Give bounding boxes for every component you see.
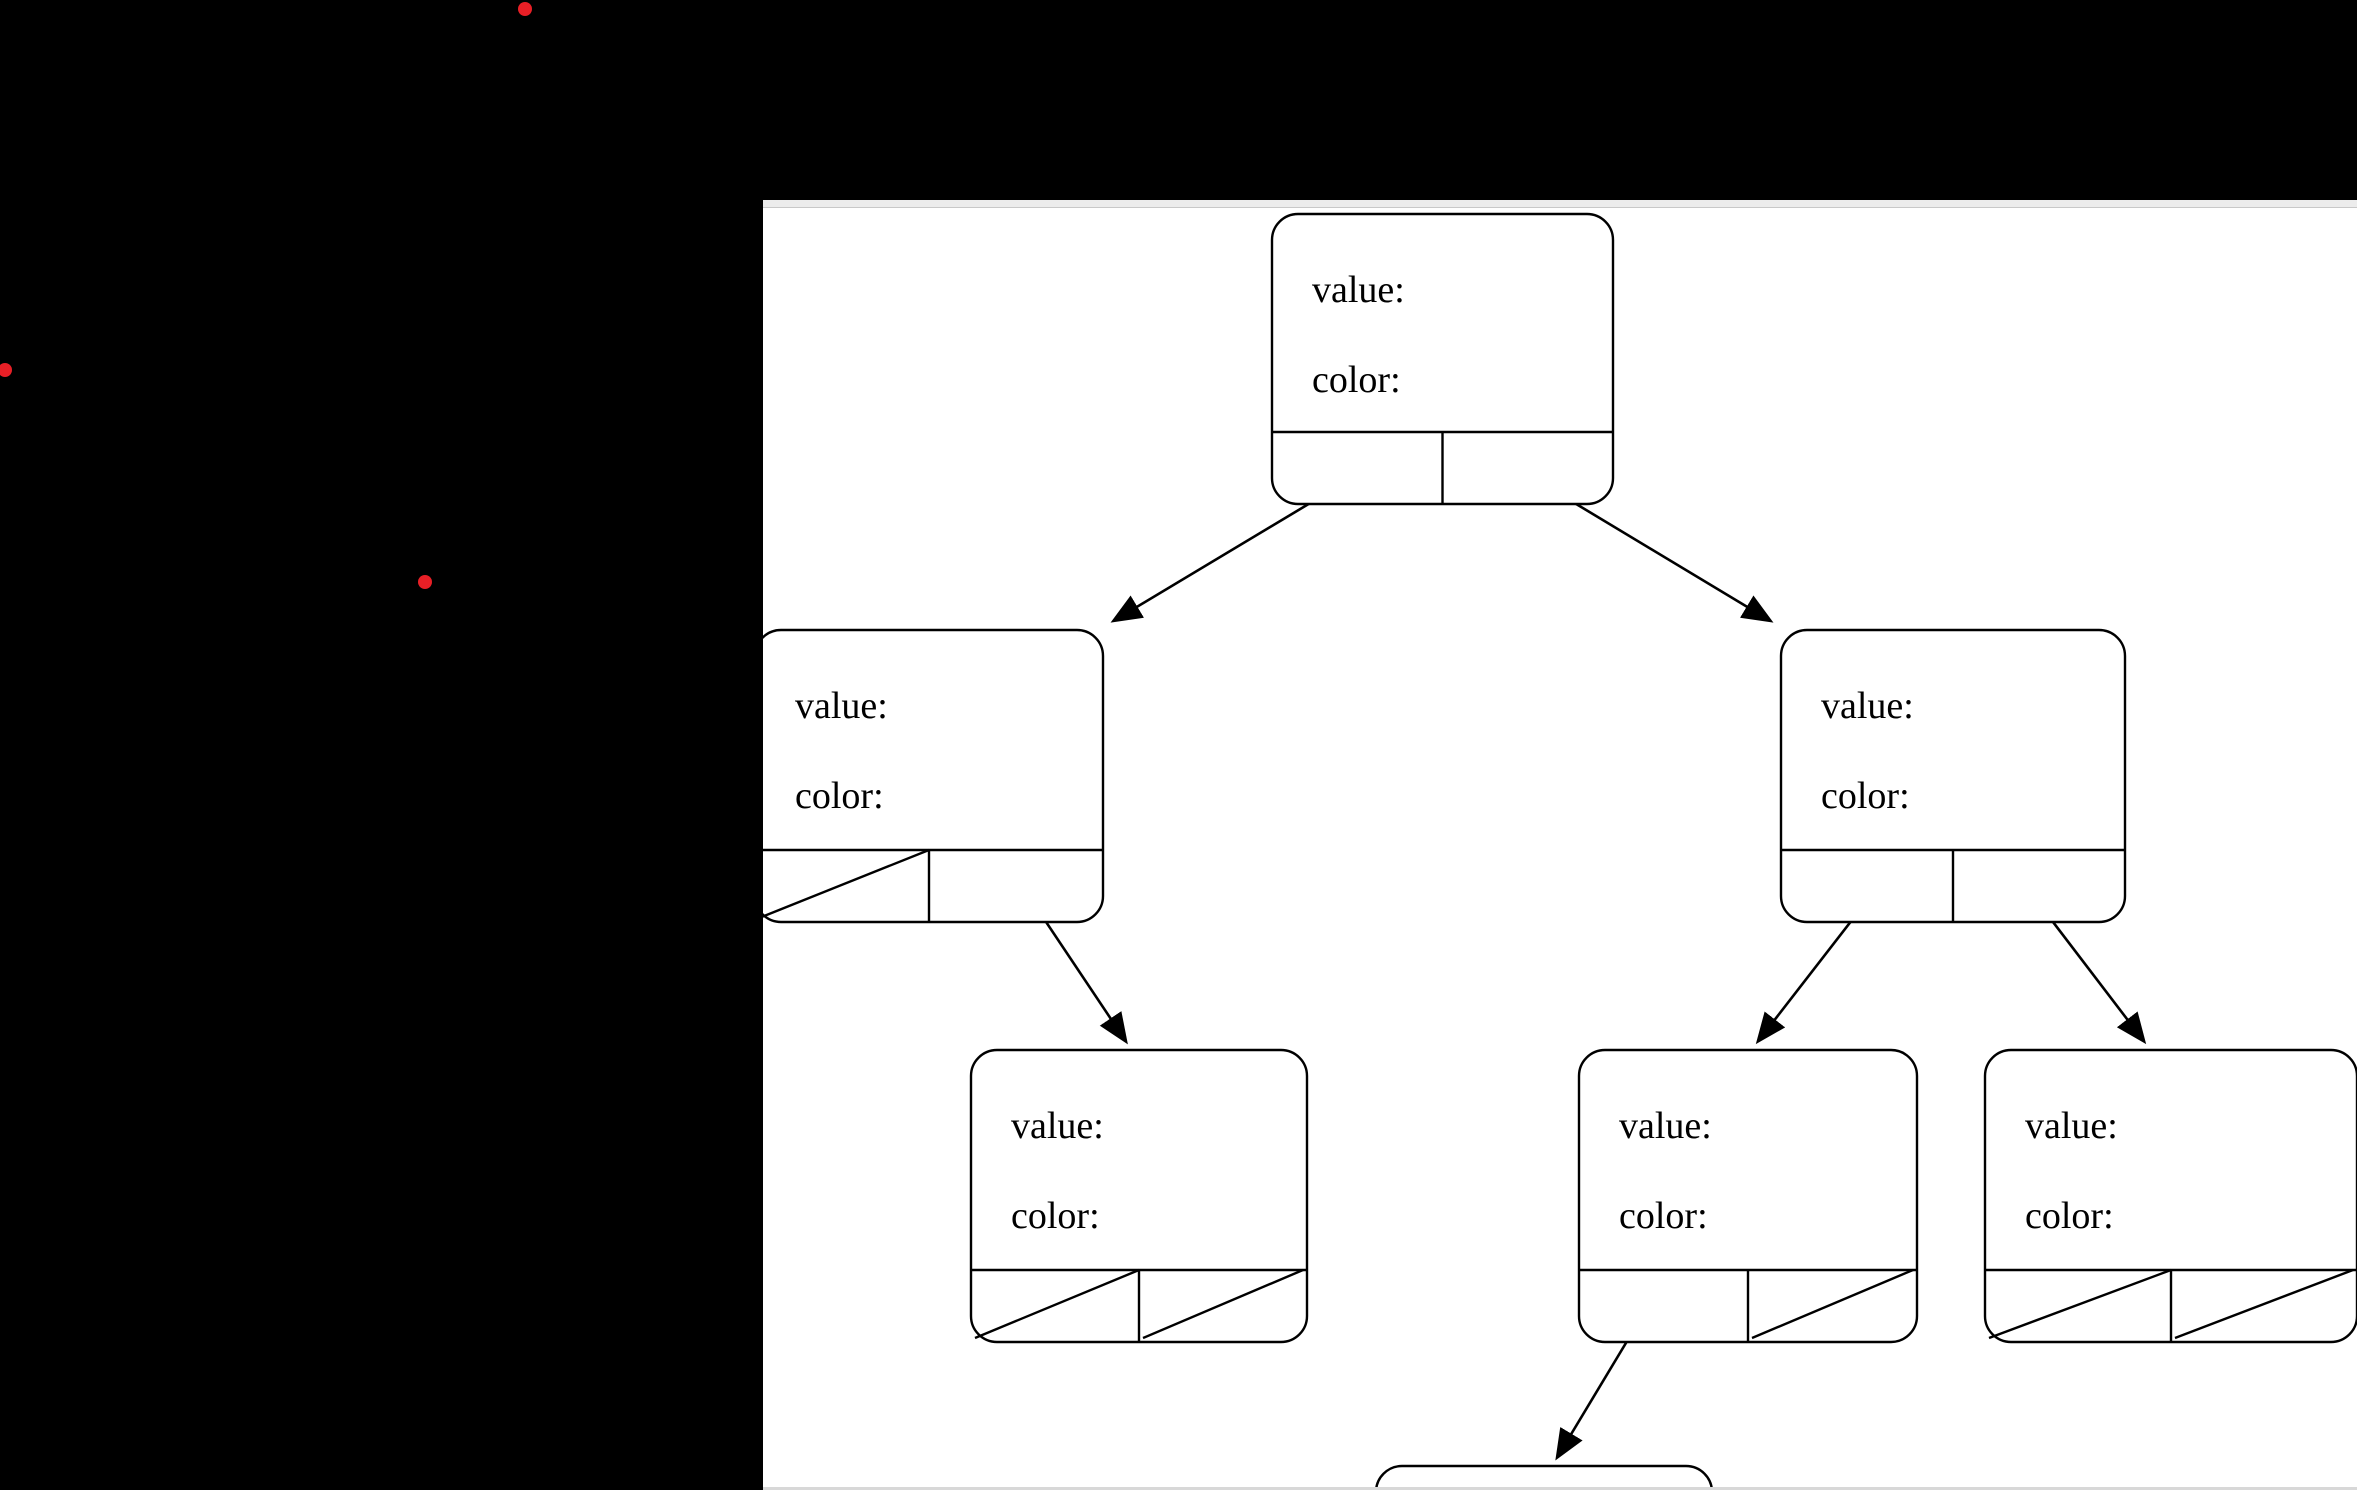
node-value-label: value:	[795, 685, 888, 727]
tree-node-left-right[interactable]: value: color:	[969, 1048, 1309, 1344]
tree-node-right-left[interactable]: value: color:	[1577, 1048, 1919, 1344]
tree-node-right-right[interactable]: value: color:	[1983, 1048, 2357, 1344]
tree-node-root[interactable]: value: color:	[1270, 212, 1615, 506]
node-color-label: color:	[1821, 775, 1910, 817]
diagram-canvas-panel[interactable]: value: color: value: color: value: color: valu…	[763, 200, 2357, 1490]
node-value-label: value:	[1821, 685, 1914, 727]
null-pointer-slash-right	[1751, 1268, 1914, 1340]
null-pointer-slash-left	[1988, 1268, 2172, 1340]
node-value-label: value:	[1011, 1105, 1104, 1147]
node-value-label: value:	[1619, 1105, 1712, 1147]
node-value-label: value:	[2025, 1105, 2118, 1147]
binary-tree-diagram[interactable]: value: color: value: color: value: color: valu…	[763, 200, 2357, 1490]
panel-bottom-strip	[763, 1487, 2357, 1490]
red-dot-3	[418, 575, 432, 589]
tree-node-deep[interactable]: value:color:	[1374, 1464, 1714, 1490]
node-color-label: color:	[1619, 1195, 1708, 1237]
nodes-layer: value: color: value: color: value: color: valu…	[763, 212, 2357, 1490]
node-value-label: value:	[1312, 269, 1405, 311]
null-pointer-slash-left	[763, 848, 930, 918]
node-color-label: color:	[795, 775, 884, 817]
node-color-label: color:	[1011, 1195, 1100, 1237]
null-pointer-slash-left	[974, 1268, 1140, 1340]
node-body-rect	[1374, 1464, 1714, 1490]
red-dot-2	[0, 363, 12, 377]
tree-node-left[interactable]: value: color:	[763, 628, 1105, 924]
tree-node-right[interactable]: value: color:	[1779, 628, 2127, 924]
null-pointer-slash-right	[2174, 1268, 2354, 1340]
node-color-label: color:	[1312, 359, 1401, 401]
panel-top-strip	[763, 200, 2357, 208]
null-pointer-slash-right	[1142, 1268, 1304, 1340]
red-dot-1	[518, 2, 532, 16]
node-color-label: color:	[2025, 1195, 2114, 1237]
